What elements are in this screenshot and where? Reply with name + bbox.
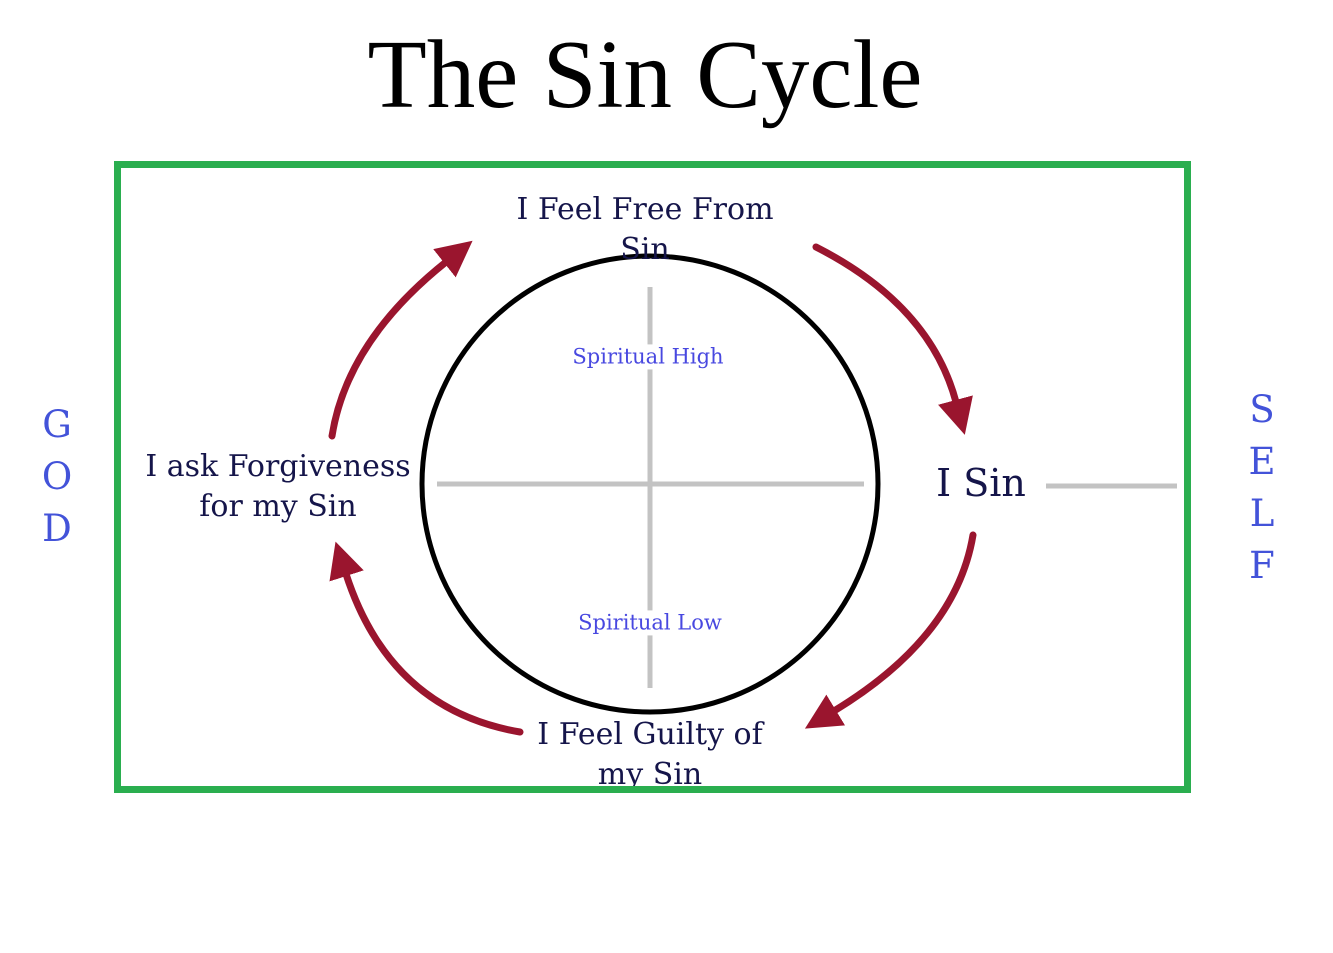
stage-label-free-from-sin: I Feel Free From Sin — [516, 190, 773, 270]
page-title: The Sin Cycle — [367, 21, 923, 128]
side-word-god: G O D — [27, 399, 87, 555]
side-word-letter: G — [42, 403, 72, 446]
cycle-circle — [419, 253, 881, 715]
stage-label-guilty: I Feel Guilty of my Sin — [537, 715, 762, 795]
stage-label-line: I ask Forgiveness — [145, 449, 411, 484]
side-word-letter: L — [1249, 492, 1275, 535]
side-word-letter: E — [1248, 440, 1276, 483]
arrow-guilty-to-forgiveness — [329, 541, 524, 736]
arrow-sin-to-guilty — [804, 531, 977, 729]
side-word-self: S E L F — [1232, 384, 1292, 592]
inner-label-spiritual-high: Spiritual High — [568, 344, 728, 370]
arrow-forgiveness-to-free — [328, 240, 473, 440]
stage-label-line: for my Sin — [199, 489, 357, 524]
stage-label-line: my Sin — [597, 757, 703, 792]
side-word-letter: F — [1249, 544, 1275, 587]
side-word-letter: D — [42, 507, 72, 550]
stage-label-line: I Feel Free From — [516, 192, 774, 227]
stage-label-i-sin: I Sin — [936, 461, 1026, 505]
arrow-free-to-sin — [812, 243, 973, 435]
stage-label-line: I Feel Guilty of — [537, 717, 763, 752]
stage-label-forgiveness: I ask Forgiveness for my Sin — [145, 447, 410, 527]
stage-label-line: Sin — [620, 232, 670, 267]
side-word-letter: O — [41, 455, 73, 498]
inner-label-spiritual-low: Spiritual Low — [574, 610, 726, 636]
side-word-letter: S — [1249, 388, 1275, 431]
